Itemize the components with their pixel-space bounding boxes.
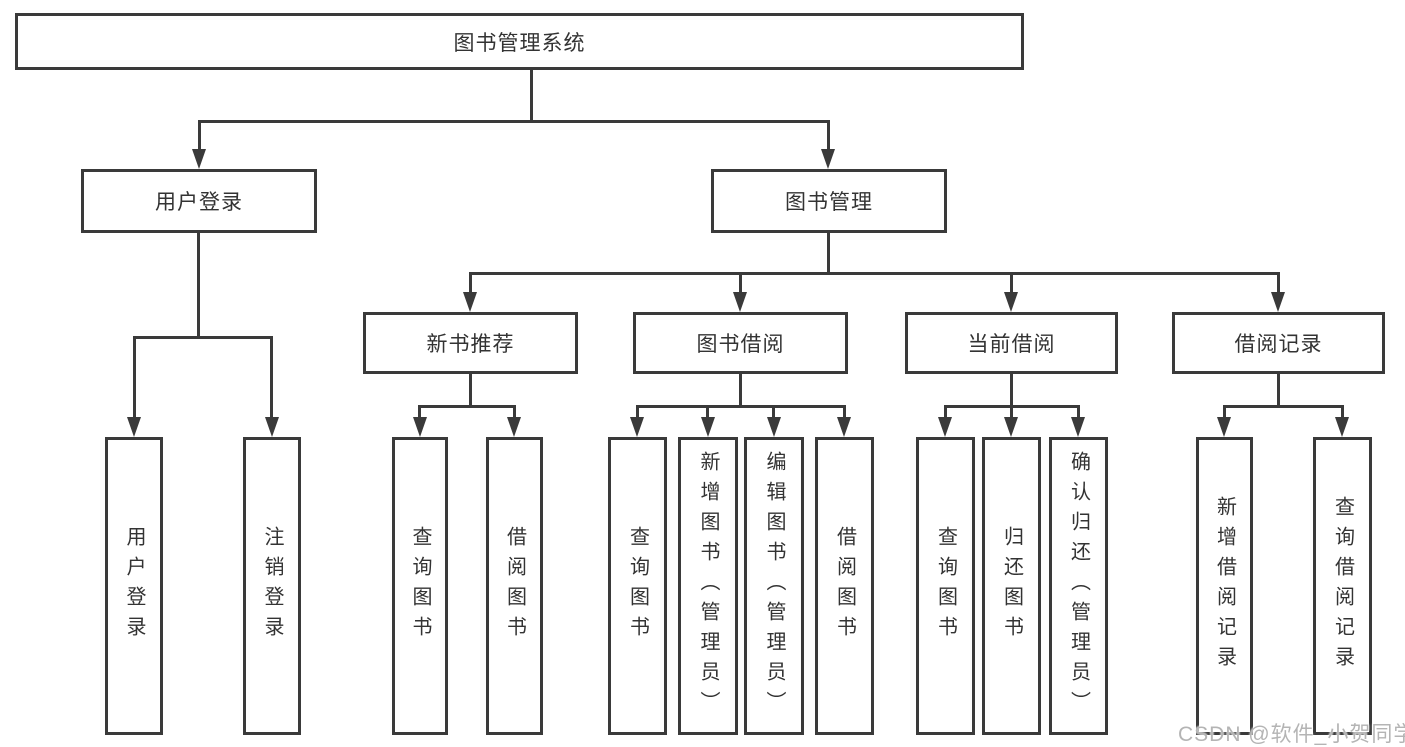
arrowhead-down-icon [1004, 292, 1018, 312]
connector-line [198, 120, 830, 123]
connector-line [1010, 272, 1013, 294]
connector-line [197, 230, 200, 339]
leaf-query-books-current: 查询图书 [916, 437, 975, 735]
connector-line [772, 405, 775, 419]
connector-line [469, 272, 472, 294]
watermark: CSDN @软件_小贺同学 [1178, 723, 1405, 746]
connector-line [1341, 405, 1344, 419]
leaf-confirm-return-admin: 确认归还（管理员） [1049, 437, 1108, 735]
connector-line [133, 336, 136, 419]
leaf-user-login: 用户登录 [105, 437, 163, 735]
connector-line [739, 371, 742, 408]
connector-line [1077, 405, 1080, 419]
arrowhead-down-icon [938, 417, 952, 437]
arrowhead-down-icon [192, 149, 206, 169]
leaf-borrow-books: 借阅图书 [815, 437, 874, 735]
arrowhead-down-icon [413, 417, 427, 437]
connector-line [739, 272, 742, 294]
leaf-query-books-recommend: 查询图书 [392, 437, 448, 735]
arrowhead-down-icon [1335, 417, 1349, 437]
connector-line [418, 405, 421, 419]
connector-line [827, 120, 830, 151]
node-library-management-system: 图书管理系统 [15, 13, 1024, 70]
leaf-query-borrow-record: 查询借阅记录 [1313, 437, 1372, 735]
connector-line [636, 405, 846, 408]
leaf-borrow-books-recommend: 借阅图书 [486, 437, 543, 735]
connector-line [1277, 272, 1280, 294]
leaf-edit-books-admin: 编辑图书（管理员） [744, 437, 804, 735]
arrowhead-down-icon [1071, 417, 1085, 437]
connector-line [198, 120, 201, 151]
connector-line [1223, 405, 1344, 408]
arrowhead-down-icon [837, 417, 851, 437]
leaf-add-books-admin: 新增图书（管理员） [678, 437, 738, 735]
connector-line [636, 405, 639, 419]
connector-line [418, 405, 516, 408]
arrowhead-down-icon [701, 417, 715, 437]
connector-line [469, 371, 472, 408]
leaf-query-books-borrow: 查询图书 [608, 437, 667, 735]
leaf-add-borrow-record: 新增借阅记录 [1196, 437, 1253, 735]
arrowhead-down-icon [821, 149, 835, 169]
arrowhead-down-icon [1004, 417, 1018, 437]
connector-line [1223, 405, 1226, 419]
arrowhead-down-icon [127, 417, 141, 437]
node-new-book-recommendation: 新书推荐 [363, 312, 578, 374]
connector-line [513, 405, 516, 419]
connector-line [706, 405, 709, 419]
connector-line [1010, 405, 1013, 419]
arrowhead-down-icon [507, 417, 521, 437]
arrowhead-down-icon [463, 292, 477, 312]
connector-line [1277, 371, 1280, 408]
arrowhead-down-icon [630, 417, 644, 437]
arrowhead-down-icon [1217, 417, 1231, 437]
leaf-logout: 注销登录 [243, 437, 301, 735]
node-borrowing-records: 借阅记录 [1172, 312, 1385, 374]
connector-line [270, 336, 273, 419]
arrowhead-down-icon [733, 292, 747, 312]
arrowhead-down-icon [265, 417, 279, 437]
node-book-management: 图书管理 [711, 169, 947, 233]
node-user-login: 用户登录 [81, 169, 317, 233]
connector-line [133, 336, 273, 339]
arrowhead-down-icon [1271, 292, 1285, 312]
connector-line [827, 230, 830, 275]
node-current-borrowing: 当前借阅 [905, 312, 1118, 374]
connector-line [843, 405, 846, 419]
arrowhead-down-icon [767, 417, 781, 437]
connector-line [530, 67, 533, 123]
node-book-borrowing: 图书借阅 [633, 312, 848, 374]
connector-line [944, 405, 947, 419]
leaf-return-books: 归还图书 [982, 437, 1041, 735]
connector-line [1010, 371, 1013, 408]
connector-line [469, 272, 1280, 275]
connector-line [944, 405, 1080, 408]
